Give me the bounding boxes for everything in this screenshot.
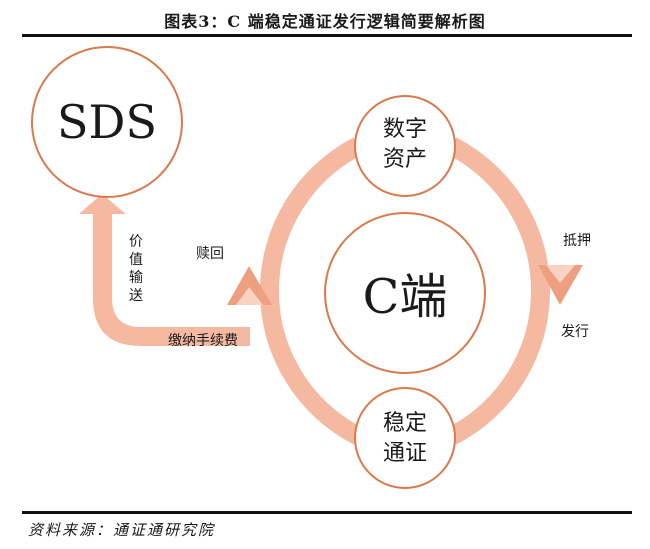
c-end-label: C端	[363, 269, 448, 325]
redeem-arrowhead	[227, 266, 272, 305]
sds-node	[31, 46, 183, 198]
cycle-ring	[259, 137, 551, 445]
redeem-arrowhead-notch	[236, 287, 263, 305]
value-transfer-char-3: 输	[129, 270, 143, 286]
arc-right	[447, 137, 551, 445]
digital-asset-node	[354, 95, 456, 197]
fee-to-sds-arrow	[79, 194, 250, 346]
value-transfer-char-1: 价	[129, 234, 143, 250]
arc-left	[259, 137, 363, 445]
issue-label: 发行	[561, 324, 589, 340]
top-rule	[22, 34, 632, 37]
pledge-issue-arrowhead-notch	[546, 265, 575, 283]
c-end-node	[324, 212, 486, 374]
stable-token-label-line1: 稳定	[383, 411, 427, 436]
pay-fee-label: 缴纳手续费	[168, 332, 238, 349]
stable-token-node	[354, 387, 456, 489]
value-transfer-char-4: 送	[129, 288, 143, 304]
value-transfer-char-2: 值	[129, 252, 143, 268]
redeem-label: 赎回	[196, 245, 224, 262]
pledge-label: 抵押	[563, 233, 591, 249]
digital-asset-label-line2: 资产	[383, 147, 427, 172]
sds-node-label: SDS	[57, 95, 157, 149]
pledge-issue-arrowhead	[538, 265, 583, 305]
bottom-rule	[22, 511, 632, 514]
figure-title: 图表3：C 端稳定通证发行逻辑简要解析图	[164, 12, 486, 31]
stable-token-label-line2: 通证	[383, 441, 427, 466]
source-note: 资料来源：通证通研究院	[28, 521, 216, 539]
digital-asset-label-line1: 数字	[383, 117, 427, 142]
